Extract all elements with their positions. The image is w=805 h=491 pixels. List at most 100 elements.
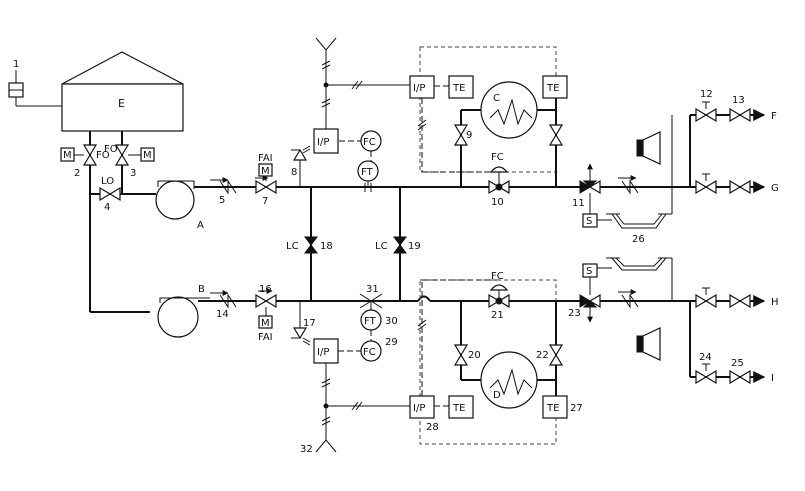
tag-22: 22 [536,350,549,361]
tag-29: 29 [385,337,398,348]
flow-transmitter-lower: FT 30 [360,301,398,331]
motor-tag-16: M [261,318,270,329]
te-hx-d-inlet: TE [448,395,474,419]
valve-h-pair [695,287,751,309]
flow-controller-lower: FC 29 [338,330,398,362]
check-valve-5: 5 [219,179,237,206]
outlet-h: H [750,295,779,308]
s-tag-23: S [586,266,592,277]
fc-tag-10: FC [491,152,504,163]
tag-26: 26 [632,234,645,245]
tag-23: 23 [568,308,581,319]
outlet-i-label: I [771,373,774,384]
lc-tag-19: LC [375,241,388,252]
tag-14: 14 [216,309,229,320]
fo-tag-2: FO [96,150,110,161]
te-c-left-label: TE [452,83,465,94]
ip-converter-upper: I/P [313,85,339,154]
outlet-g-label: G [771,183,779,194]
check-valve-14: 14 [216,293,237,320]
upper-right-branches [671,114,760,214]
te-d-left-label: TE [452,403,465,414]
lower-right-branches [689,300,760,378]
relief-valve-8: 8 [291,145,311,187]
outlet-f: F [750,109,777,122]
tag-5: 5 [219,195,225,206]
te-hx-c-outlet: TE [542,75,568,99]
valve-hx-c-bypass [548,124,564,146]
tank-label: E [118,97,125,110]
outlet-f-label: F [771,111,777,122]
pump-a: A [150,180,204,231]
tag-7: 7 [262,196,268,207]
tag-18: 18 [320,241,333,252]
tag-21: 21 [491,310,504,321]
ip-converter-hx-c: I/P [409,75,497,173]
control-valve-21: FC 21 [488,271,510,321]
tag-17: 17 [303,318,316,329]
outlet-i: I [750,371,774,384]
tag-4: 4 [104,202,110,213]
motor-tag-3: M [143,150,152,161]
crossover-19: LC 19 [375,187,421,301]
valve-24: 24 [695,352,717,385]
valve-2: M FO 2 [60,144,110,179]
tag-9: 9 [466,130,472,141]
ip-hxd-label: I/P [413,403,425,414]
tag-30: 30 [385,316,398,327]
tag-11: 11 [572,198,585,209]
valve-25: 25 [729,358,751,385]
valve-20: 20 [453,344,481,366]
control-valve-10: FC 10 [488,152,510,208]
tag-16: 16 [259,284,272,295]
fc-upper-label: FC [363,137,376,148]
fc-lower-label: FC [363,347,376,358]
crossover-18: LC 18 [286,187,333,301]
valve-g-pair [695,173,751,195]
air-supply-upper [315,37,410,108]
pump-b-label: B [198,284,205,295]
ft-lower-label: FT [364,316,377,327]
lo-tag-4: LO [101,176,114,187]
ft-upper-label: FT [361,167,374,178]
hx-c-label: C [493,93,500,104]
valve-7: M FAI 7 [255,153,277,207]
three-way-valve-23: S 23 [568,263,601,323]
speaker-lower [636,327,661,361]
flow-transmitter-upper: FT [357,160,379,192]
level-indicator-1: 1 [8,59,62,107]
ip-upper-label: I/P [317,137,329,148]
check-valve-lower-right [618,289,639,309]
tag-3: 3 [130,168,136,179]
valve-16: M FAI 16 [255,284,277,343]
tag-8: 8 [291,167,297,178]
outlet-g: G [750,181,779,194]
te-hx-c-inlet: TE [448,75,474,99]
tag-12: 12 [700,89,713,100]
s-tag-11: S [586,216,592,227]
lc-tag-18: LC [286,241,299,252]
fo-tag-3: FO [104,144,118,155]
fai-tag-16: FAI [258,332,273,343]
fc-tag-21: FC [491,271,504,282]
valve-9: 9 [453,124,472,146]
pump-b: B [157,284,210,338]
ip-hxc-label: I/P [413,83,425,94]
heat-exchanger-c: C [460,81,557,187]
air-supply-lower: 32 [300,378,410,455]
tag-32: 32 [300,444,313,455]
heat-exchanger-d: D [460,301,557,409]
outlet-h-label: H [771,297,779,308]
tag-10: 10 [491,197,504,208]
fai-tag-7: FAI [258,153,273,164]
tag-2: 2 [74,168,80,179]
check-valve-upper-right [618,175,639,195]
tray-26: 26 [597,213,672,245]
three-way-valve-11: S 11 [572,163,601,228]
tag-31: 31 [366,284,379,295]
valve-12: 12 [695,89,717,123]
tank-e: E [61,51,184,132]
valve-4: LO 4 [99,176,121,213]
tag-20: 20 [468,350,481,361]
